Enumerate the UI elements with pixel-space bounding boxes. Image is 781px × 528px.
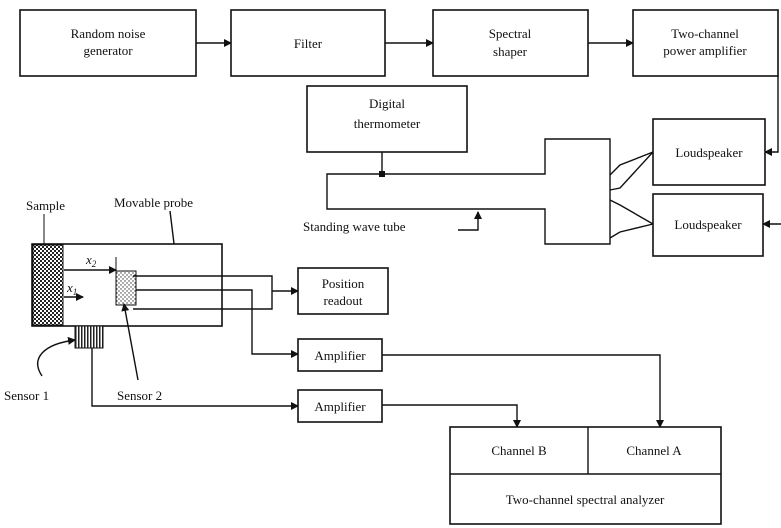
loudspeaker-top-block: Loudspeaker — [652, 118, 766, 186]
x1-symbol: x — [66, 280, 73, 295]
spectral-shaper-label-1: Spectral — [489, 26, 532, 41]
position-readout-label-2: readout — [324, 293, 363, 308]
sample-label: Sample — [26, 198, 65, 213]
horn-top-lower — [609, 151, 654, 191]
thermometer-block: Digital thermometer — [306, 85, 468, 153]
standing-wave-tube-label: Standing wave tube — [303, 219, 406, 234]
sensor-1-pointer — [37, 336, 76, 377]
x2-subscript: 2 — [92, 259, 97, 269]
thermometer-label-1: Digital — [369, 96, 405, 111]
x2-symbol: x — [85, 252, 92, 267]
power-amplifier-block: Two-channel power amplifier — [632, 9, 779, 77]
thermometer-label-2: thermometer — [354, 116, 421, 131]
loudspeaker-top-label: Loudspeaker — [675, 145, 743, 160]
sensor-2-pointer — [121, 303, 139, 381]
standing-wave-tube — [326, 138, 611, 245]
sensor-1-label: Sensor 1 — [4, 388, 49, 403]
power-amplifier-label-2: power amplifier — [663, 43, 747, 58]
channel-a-label: Channel A — [626, 443, 682, 458]
wire-amplifier-bottom-to-channel-b — [382, 404, 521, 428]
position-readout-label-1: Position — [322, 276, 365, 291]
wire-amplifier-top-to-channel-a — [382, 354, 664, 428]
probe-rods — [133, 275, 273, 310]
horn-bottom-lower — [609, 223, 654, 239]
noise-generator-label-2: generator — [83, 43, 133, 58]
detail-tube — [31, 243, 223, 327]
amplifier-top-label: Amplifier — [314, 348, 366, 363]
horn-bottom-upper — [609, 199, 654, 225]
amplifier-top-block: Amplifier — [297, 338, 383, 372]
filter-label: Filter — [294, 36, 323, 51]
standing-wave-tube-pointer — [458, 211, 482, 231]
x2-label: x2 — [85, 252, 97, 269]
noise-generator-block: Random noise generator — [19, 9, 197, 77]
position-readout-block: Position readout — [297, 267, 389, 315]
spectral-analyzer-block: Channel B Channel A Two-channel spectral… — [449, 426, 722, 525]
analyzer-label: Two-channel spectral analyzer — [506, 492, 665, 507]
horn-top-upper — [609, 151, 654, 176]
wire-sensor1-to-amplifier-bottom — [91, 348, 299, 410]
x1-subscript: 1 — [73, 287, 78, 297]
x1-label: x1 — [66, 280, 77, 297]
noise-generator-label-1: Random noise — [71, 26, 146, 41]
loudspeaker-bottom-block: Loudspeaker — [652, 193, 764, 257]
spectral-shaper-label-2: shaper — [493, 44, 528, 59]
spectral-shaper-block: Spectral shaper — [432, 9, 589, 77]
amplifier-bottom-block: Amplifier — [297, 389, 383, 423]
movable-probe-label: Movable probe — [114, 195, 193, 210]
power-amplifier-label-1: Two-channel — [671, 26, 739, 41]
amplifier-bottom-label: Amplifier — [314, 399, 366, 414]
filter-block: Filter — [230, 9, 386, 77]
loudspeaker-bottom-label: Loudspeaker — [674, 217, 742, 232]
sensor-1 — [74, 325, 104, 349]
sensor-2-label: Sensor 2 — [117, 388, 162, 403]
wire-sensor2-to-amplifier-top — [251, 309, 299, 358]
channel-b-label: Channel B — [491, 443, 547, 458]
wire-amp-to-loudspeaker-top — [764, 76, 779, 156]
